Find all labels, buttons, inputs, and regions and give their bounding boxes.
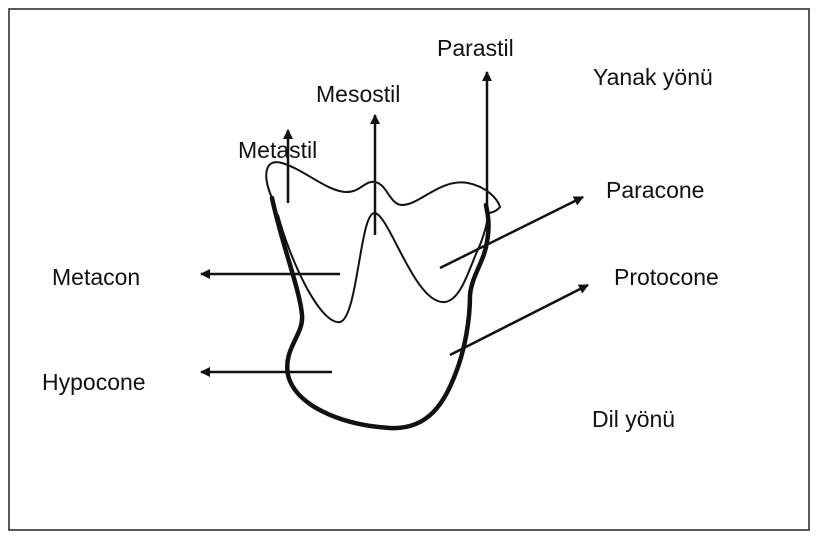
occlusal-edge [266, 162, 500, 213]
hypocone-label: Hypocone [42, 369, 146, 395]
mesostil-label: Mesostil [316, 81, 400, 107]
protocone-label: Protocone [614, 264, 719, 290]
tooth-outline [272, 198, 489, 428]
paracone-label: Paracone [606, 177, 704, 203]
metastil-label: Metastil [238, 137, 317, 163]
metacon-label: Metacon [52, 264, 140, 290]
parastil-label: Parastil [437, 35, 514, 61]
cusp-inner-line [278, 212, 488, 322]
lingual-direction-label: Dil yönü [592, 406, 675, 432]
buccal-direction-label: Yanak yönü [593, 64, 713, 90]
paracone-arrow [440, 197, 583, 268]
